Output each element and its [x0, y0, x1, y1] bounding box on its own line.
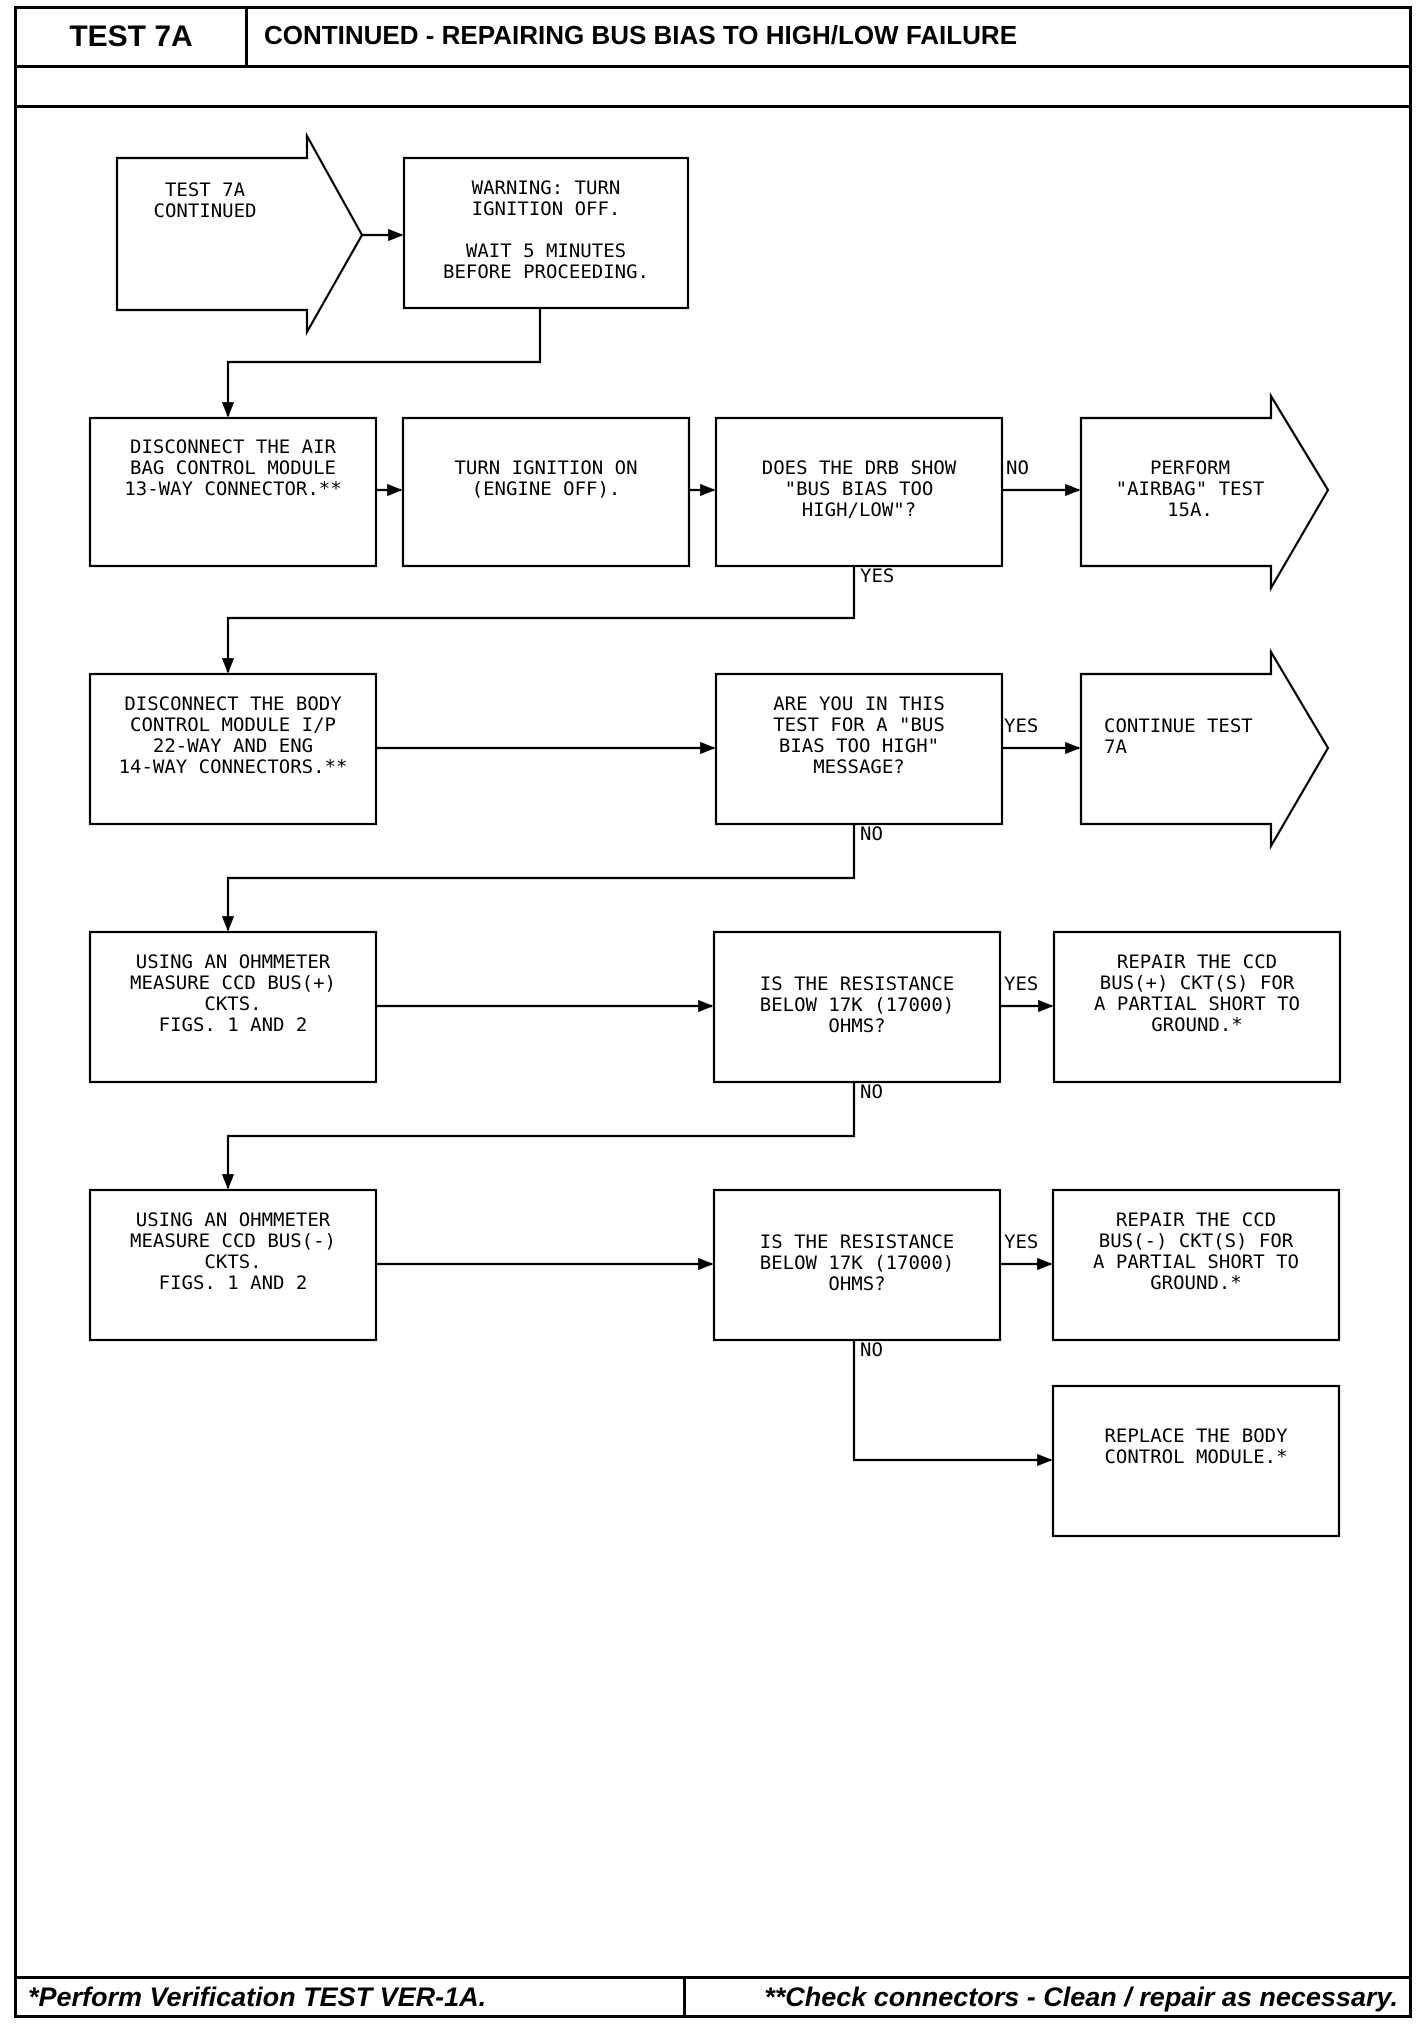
perform-airbag-text: PERFORM "AIRBAG" TEST 15A.: [1115, 457, 1265, 521]
disconnect-acm-box: [88, 416, 378, 568]
continue-test-arrow-shape: [1079, 647, 1330, 851]
repair-plus-box: [1052, 930, 1342, 1084]
footer-connectors-note: **Check connectors - Clean / repair as n…: [764, 1981, 1398, 2012]
continue-test-text: CONTINUE TEST 7A: [1104, 715, 1253, 758]
footer-verification-note: *Perform Verification TEST VER-1A.: [14, 1976, 686, 2018]
edge-label-res-minus-yes: YES: [1004, 1231, 1039, 1253]
edge-warning-acm: [221, 308, 542, 418]
replace-bcm-text: REPLACE THE BODY CONTROL MODULE.*: [1104, 1425, 1288, 1468]
edge-drb-bcm: [221, 566, 856, 674]
ignition-on-box: [401, 416, 691, 568]
edge-label-res-plus-no: NO: [860, 1081, 883, 1103]
ignition-on-text: TURN IGNITION ON (ENGINE OFF).: [454, 457, 638, 500]
test-id-label: TEST 7A: [14, 6, 248, 68]
edge-label-res-plus-yes: YES: [1004, 973, 1039, 995]
footer-band: [14, 1976, 1412, 2018]
repair-minus-text: REPAIR THE CCD BUS(-) CKT(S) FOR A PARTI…: [1093, 1209, 1299, 1294]
edge-resistance-minus-replace: [852, 1340, 1053, 1467]
replace-bcm-box: [1051, 1384, 1341, 1538]
edge-label-bias-no: NO: [860, 823, 883, 845]
drb-question-box: [714, 416, 1004, 568]
measure-minus-text: USING AN OHMMETER MEASURE CCD BUS(-) CKT…: [130, 1209, 336, 1294]
disconnect-bcm-text: DISCONNECT THE BODY CONTROL MODULE I/P 2…: [118, 693, 348, 778]
start-node-text: TEST 7A CONTINUED: [153, 179, 257, 222]
drb-question-text: DOES THE DRB SHOW "BUS BIAS TOO HIGH/LOW…: [761, 457, 957, 521]
edge-label-drb-no: NO: [1006, 457, 1029, 479]
resistance-minus-question-text: IS THE RESISTANCE BELOW 17K (17000) OHMS…: [759, 1231, 955, 1295]
warning-node-text: WARNING: TURN IGNITION OFF. WAIT 5 MINUT…: [443, 177, 649, 283]
bias-high-question-text: ARE YOU IN THIS TEST FOR A "BUS BIAS TOO…: [773, 693, 945, 778]
perform-airbag-arrow-shape: [1079, 392, 1330, 593]
edge-label-drb-yes: YES: [860, 565, 895, 587]
repair-plus-text: REPAIR THE CCD BUS(+) CKT(S) FOR A PARTI…: [1094, 951, 1300, 1036]
disconnect-acm-text: DISCONNECT THE AIR BAG CONTROL MODULE 13…: [124, 436, 342, 500]
repair-minus-box: [1051, 1188, 1341, 1342]
measure-plus-text: USING AN OHMMETER MEASURE CCD BUS(+) CKT…: [130, 951, 336, 1036]
edge-label-bias-yes: YES: [1004, 715, 1039, 737]
resistance-plus-question-text: IS THE RESISTANCE BELOW 17K (17000) OHMS…: [759, 973, 955, 1037]
edge-label-res-minus-no: NO: [860, 1339, 883, 1361]
edge-resistance-plus-measure-minus: [221, 1082, 856, 1190]
edge-bias-measure-plus: [221, 824, 856, 932]
page-title: CONTINUED - REPAIRING BUS BIAS TO HIGH/L…: [248, 6, 1412, 68]
warning-box: [402, 156, 690, 310]
start-arrow-shape: [115, 131, 364, 337]
